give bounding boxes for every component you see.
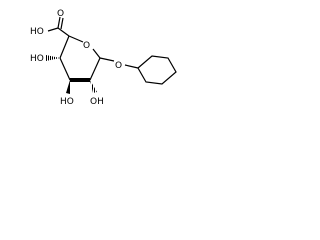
bond-c2-oh-hashed [90, 80, 97, 93]
bond-c3-c4 [59, 57, 71, 81]
glycosidic-o-label: O [115, 61, 122, 71]
bond-c4-oh-hashed [46, 55, 60, 61]
bond-glyco-o-cyclohexyl [124, 64, 139, 69]
carboxyl-oh-label: HO [30, 27, 44, 37]
bond-c5-c6 [57, 27, 70, 37]
cyclohexane-ring [137, 55, 177, 85]
bond-c4-c5 [59, 35, 70, 59]
bond-c6-o-double-b [60, 17, 64, 30]
bond-c5-ring-o [68, 35, 84, 43]
c4-oh-label: HO [30, 54, 44, 64]
ring-o-label: O [83, 41, 90, 51]
bond-c6-oh [47, 27, 59, 32]
bond-ring-o-c1 [92, 48, 101, 59]
carboxyl-group [47, 16, 70, 37]
bond-c3-oh-bold [66, 80, 70, 94]
c2-oh-label: OH [90, 97, 104, 107]
structure-canvas: HO O O O HO HO OH [0, 0, 214, 126]
bond-c2-c3-bold [70, 78, 90, 82]
bond-c1-glyco-o [99, 57, 115, 62]
pyranose-ring [59, 35, 101, 81]
c3-oh-label: HO [60, 97, 74, 107]
glycosidic-linkage [99, 57, 139, 69]
carbonyl-o-label: O [57, 9, 64, 19]
bond-c1-c2 [89, 57, 101, 81]
bond-c6-o-double-a [57, 16, 61, 29]
molecule-drawing: HO O O O HO HO OH [30, 9, 177, 107]
